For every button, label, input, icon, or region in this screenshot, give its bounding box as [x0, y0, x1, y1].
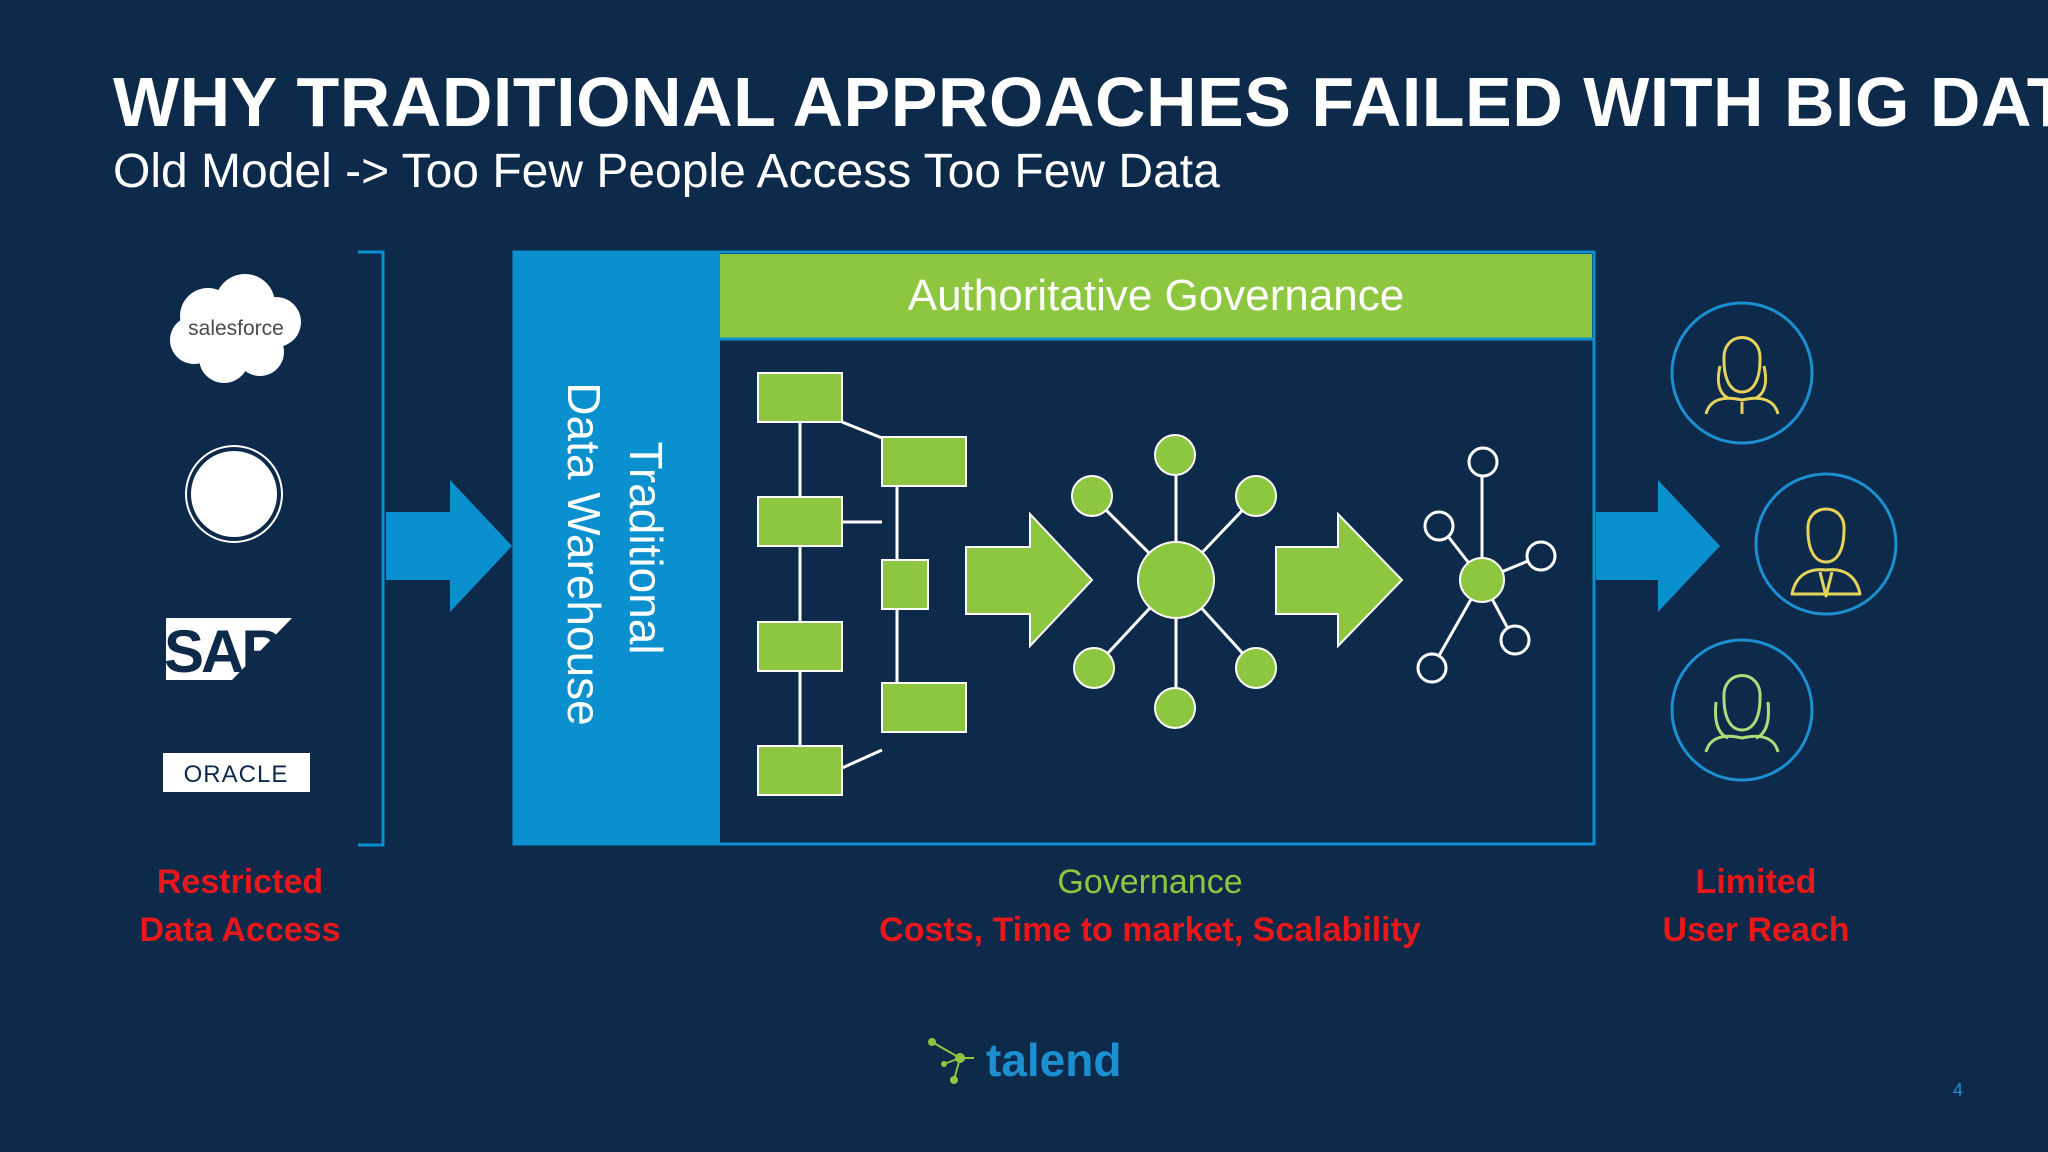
right-flow-arrow	[1596, 480, 1720, 612]
governance-line2: Costs, Time to market, Scalability	[879, 911, 1421, 949]
sources-bracket	[358, 250, 385, 847]
salesforce-logo: salesforce	[170, 274, 301, 383]
database-logo	[185, 445, 283, 543]
user-reach-line1: Limited	[1695, 863, 1817, 901]
warehouse-side-panel	[514, 252, 720, 844]
governance-line1: Governance	[1057, 863, 1243, 901]
small-network	[1416, 446, 1557, 684]
governance-header-text: Authoritative Governance	[908, 271, 1405, 320]
warehouse-label-line1: Traditional	[620, 441, 672, 654]
sap-logo: SAP	[164, 618, 292, 685]
salesforce-text: salesforce	[188, 317, 284, 340]
sap-text: SAP	[164, 618, 279, 685]
page-number: 4	[1952, 1080, 1963, 1100]
restricted-access-line1: Restricted	[156, 863, 324, 901]
user-green-icon	[1670, 638, 1814, 782]
user-female-icon	[1670, 301, 1814, 445]
hub-network	[1071, 434, 1277, 729]
restricted-access-line2: Data Access	[139, 911, 341, 949]
user-reach-label: Limited User Reach	[1636, 858, 1876, 954]
oracle-text: ORACLE	[184, 761, 289, 788]
hierarchy-boxes	[757, 372, 967, 796]
user-male-icon	[1754, 472, 1898, 616]
oracle-logo: ORACLE	[163, 753, 310, 792]
restricted-access-label: Restricted Data Access	[120, 858, 360, 954]
green-arrow-2	[1275, 511, 1404, 649]
slide-subtitle: Old Model -> Too Few People Access Too F…	[113, 145, 1220, 198]
talend-text: talend	[986, 1034, 1121, 1086]
governance-label: Governance Costs, Time to market, Scalab…	[830, 858, 1470, 954]
governance-header-bar	[720, 254, 1592, 338]
talend-logo: talend	[928, 1034, 1121, 1086]
slide-title: WHY TRADITIONAL APPROACHES FAILED WITH B…	[113, 63, 2048, 141]
left-flow-arrow	[386, 480, 512, 612]
warehouse-label-line2: Data Warehouse	[558, 382, 610, 725]
user-reach-line2: User Reach	[1662, 911, 1850, 949]
green-arrow-1	[965, 511, 1094, 649]
